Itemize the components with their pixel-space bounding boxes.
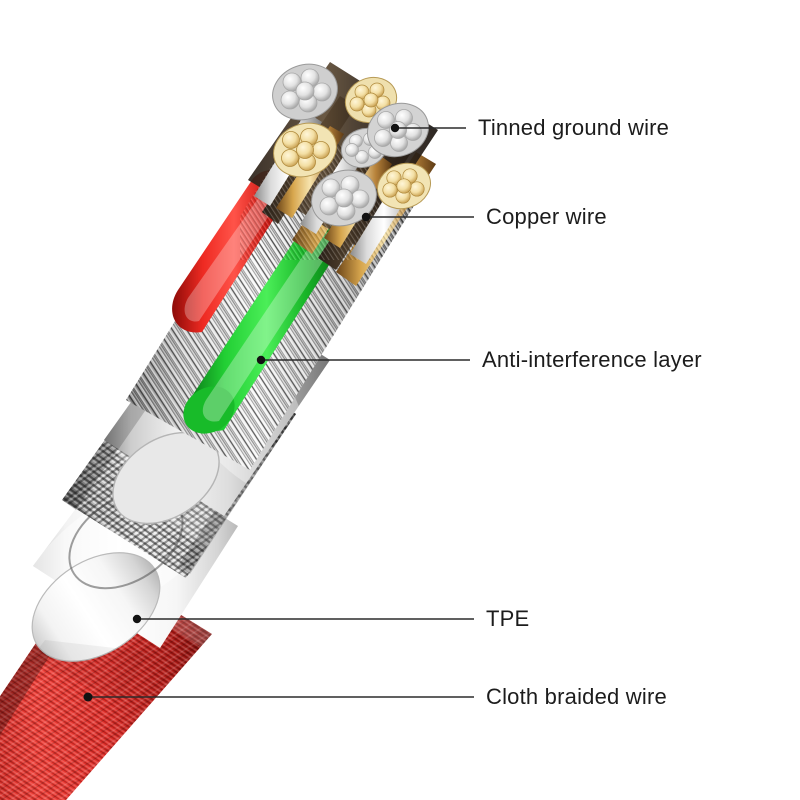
- leader-cloth-braided-wire: [83, 692, 474, 702]
- label-tpe: TPE: [486, 606, 530, 631]
- label-copper-wire: Copper wire: [486, 204, 607, 229]
- leader-tinned-ground-wire: [390, 123, 466, 133]
- green-anti-interference-strand: [183, 216, 350, 434]
- wire-bundle-ends: [240, 62, 438, 264]
- copper-wire-end-left: [273, 122, 337, 178]
- label-anti-interference-layer: Anti-interference layer: [482, 347, 702, 372]
- leader-tpe: [132, 614, 474, 624]
- tinned-wire-end-lower: [311, 169, 377, 227]
- tinned-wire-end-center: [340, 127, 388, 169]
- label-tinned-ground-wire: Tinned ground wire: [478, 115, 670, 140]
- leader-anti-interference-layer: [256, 355, 470, 365]
- tinned-ground-wire-end: [272, 63, 338, 121]
- annotation-leaders: [83, 123, 474, 702]
- leader-copper-wire: [361, 212, 474, 222]
- copper-wire-end-lower: [377, 162, 431, 210]
- label-cloth-braided-wire: Cloth braided wire: [486, 684, 667, 709]
